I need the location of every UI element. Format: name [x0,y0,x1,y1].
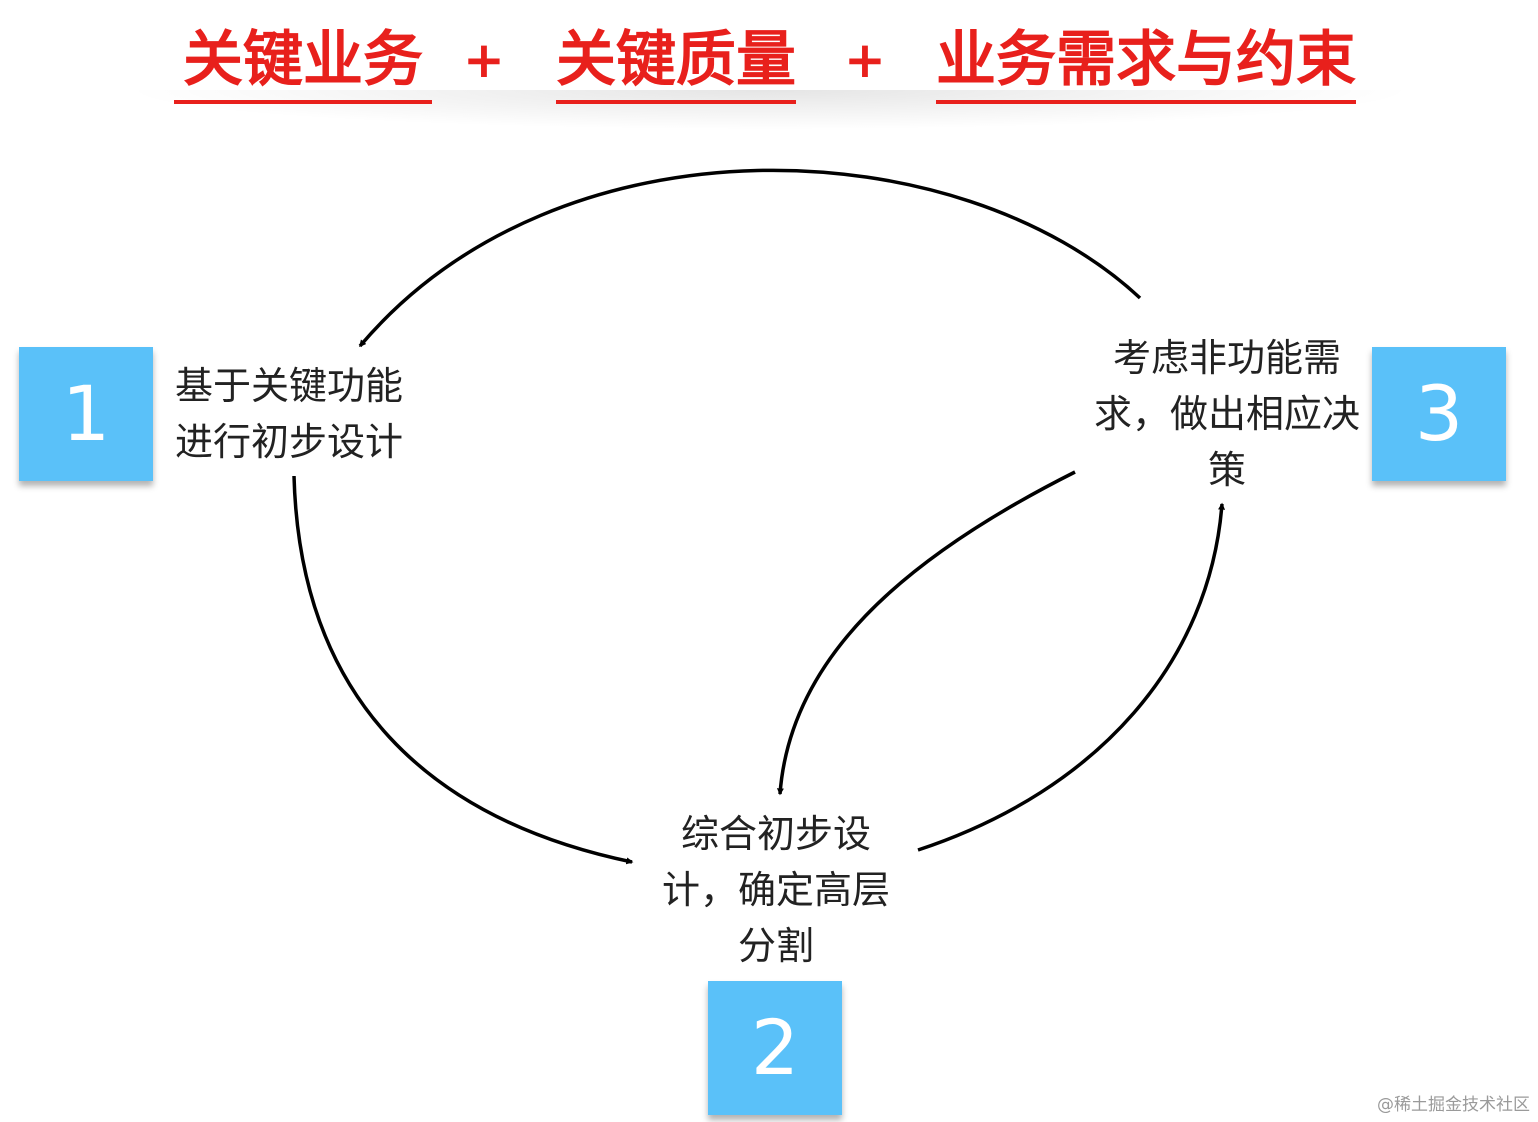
arrow-step3-to-step2 [776,470,1076,796]
step-2-label-line: 分割 [737,924,814,968]
header-term-key-business: 关键业务 [174,24,432,104]
header-plus-2: + [844,31,886,89]
step-3-label-line: 策 [1207,448,1246,492]
step-2-label-line: 综合初步设 [680,812,871,856]
step-1-label-line: 基于关键功能 [175,364,404,408]
step-3-label-line: 求，做出相应决 [1093,392,1360,436]
step-2-label: 综合初步设 计，确定高层 分割 [640,806,912,974]
step-1-label-line: 进行初步设计 [175,420,404,464]
step-2-box: 2 [708,981,842,1115]
step-1-box: 1 [19,347,153,481]
header-plus-1: + [463,31,505,89]
step-2-label-line: 计，确定高层 [661,868,890,912]
step-1-label: 基于关键功能 进行初步设计 [175,358,403,470]
header-shadow [120,90,1420,130]
arrow-step3-to-step1 [358,168,1142,348]
arrow-step2-to-step3 [917,502,1226,852]
header-term-key-quality: 关键质量 [556,25,796,104]
watermark: @稀土掘金技术社区 [1377,1095,1530,1115]
header-term-business-requirements: 业务需求与约束 [936,25,1356,104]
step-3-box: 3 [1372,347,1506,481]
step-3-label: 考虑非功能需 求，做出相应决 策 [1074,330,1380,498]
step-3-label-line: 考虑非功能需 [1112,336,1341,380]
arrow-step1-to-step2 [292,475,634,865]
